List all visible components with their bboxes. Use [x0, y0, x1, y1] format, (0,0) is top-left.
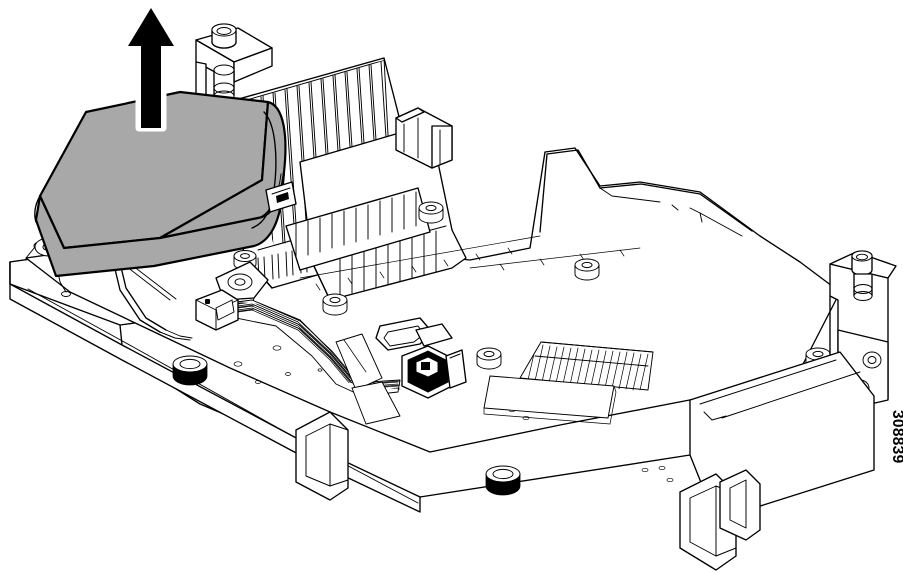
removal-direction-arrow [120, 1, 182, 132]
standoff [322, 293, 348, 316]
label-patch [483, 375, 617, 425]
ribbon-board-connector-left [195, 289, 239, 331]
supercap-module [34, 90, 297, 278]
supercap-ribbon-cable [221, 299, 401, 425]
carrier-foot-right-inner [719, 469, 761, 541]
board-shroud-tab [395, 107, 453, 169]
black-cable-connector [401, 345, 467, 399]
carrier-foot-left [295, 411, 349, 501]
standoff [476, 347, 502, 370]
board-pin-row [285, 187, 431, 271]
standoff [574, 258, 600, 281]
figure-number-text: 308839 [889, 410, 903, 464]
thumbscrew-center [485, 465, 521, 496]
left-bracket-ear [215, 261, 269, 313]
figure-number: 308839 [889, 410, 903, 464]
connector-latch-handle [375, 317, 453, 351]
standoff [418, 201, 444, 224]
edge-connector [519, 341, 654, 391]
thumbscrew-left [172, 355, 208, 386]
pcb-right-notch [539, 149, 753, 237]
